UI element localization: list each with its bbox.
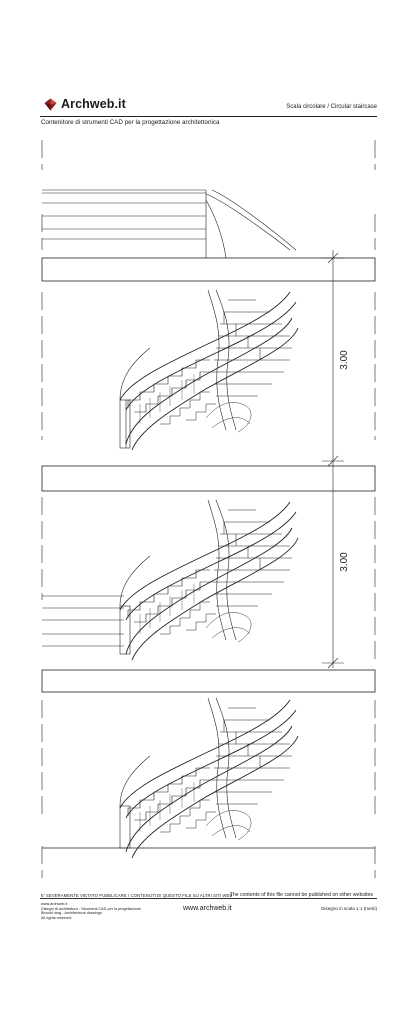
document-title: Scala circolare / Circular staircase xyxy=(286,104,377,110)
footer-url-link[interactable]: www.archweb.it xyxy=(183,905,232,912)
legal-notice-italian: E' SEVERAMENTE VIETATO PUBBLICARE I CONT… xyxy=(41,893,233,898)
scale-note: Disegno in scala 1:1 (metri) xyxy=(321,906,377,911)
footer-site-line: Disegni di architettura - Strumenti CAD … xyxy=(41,906,142,911)
dimension-label-upper: 3.00 xyxy=(339,350,350,370)
header-divider xyxy=(40,116,377,117)
archweb-logo-icon xyxy=(44,98,57,111)
brand-name: Archweb.it xyxy=(61,97,126,111)
footer-site-line: www.archweb.it xyxy=(41,902,68,906)
footer-divider xyxy=(40,898,377,899)
footer-site-line: Blocchi dwg - Architectural drawings xyxy=(41,911,102,915)
dimension-label-lower: 3.00 xyxy=(339,552,350,572)
legal-notice-english: The contents of this file cannot be publ… xyxy=(229,892,373,898)
header-subtitle: Contenitore di strumenti CAD per la prog… xyxy=(41,119,220,126)
footer-site-line: All rights reserved xyxy=(41,915,72,920)
